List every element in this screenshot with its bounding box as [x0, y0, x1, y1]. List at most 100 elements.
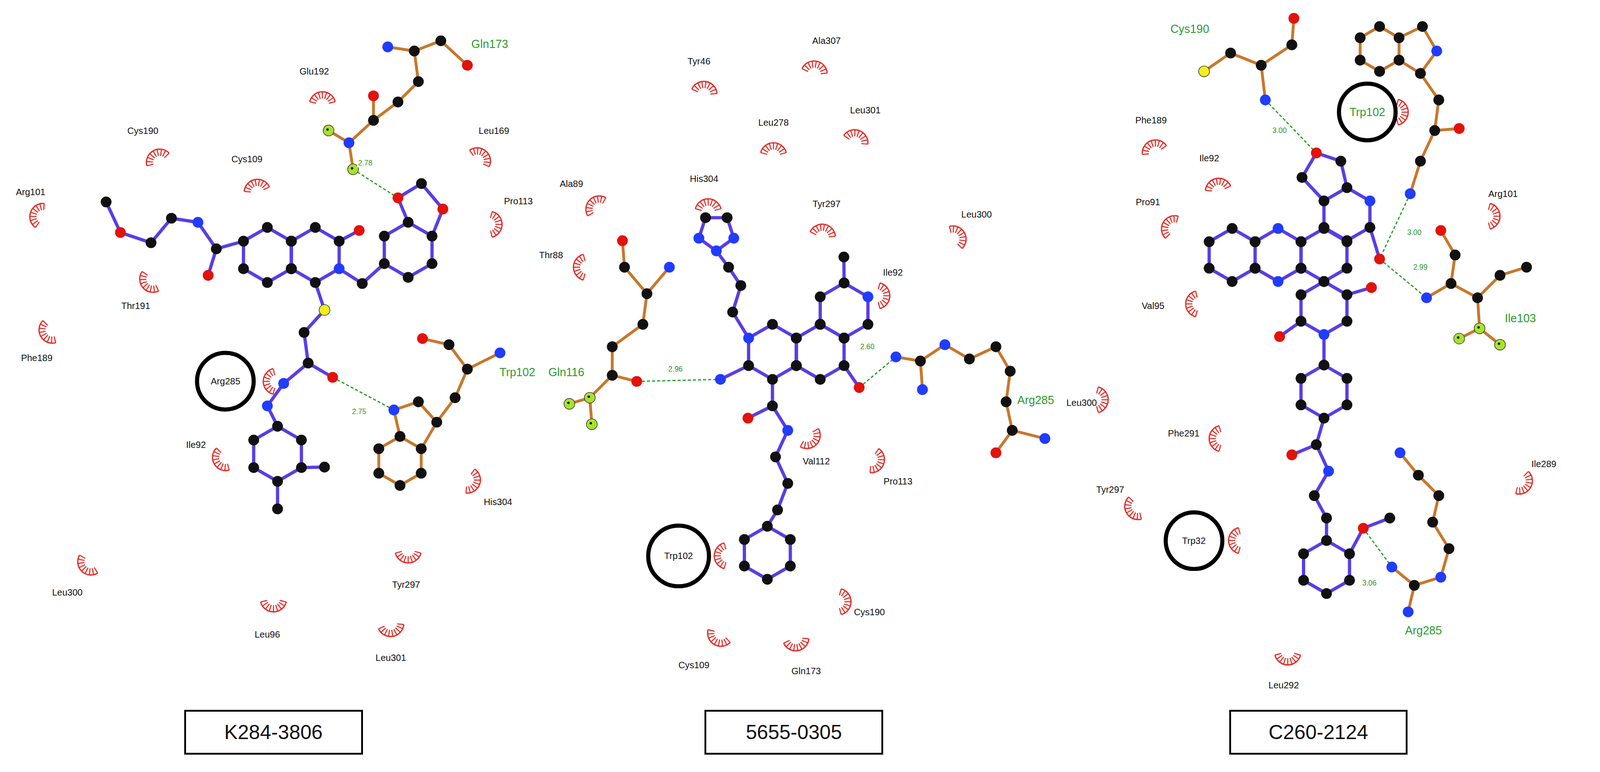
- arc-spoke: [1223, 182, 1228, 187]
- arc-spoke: [1229, 542, 1236, 545]
- arc-line: [880, 282, 891, 309]
- arc-spoke: [476, 147, 479, 155]
- arc-spoke: [1211, 442, 1218, 447]
- arc-spoke: [143, 283, 149, 288]
- hydrophobic-arc: [878, 282, 890, 309]
- distance-label: 2.99: [1412, 263, 1429, 272]
- arc-spoke: [1147, 143, 1152, 149]
- arc-spoke: [877, 455, 885, 458]
- arc-spoke: [877, 461, 884, 464]
- arc-spoke: [81, 566, 87, 571]
- atom: [1288, 12, 1300, 24]
- arc-spoke: [812, 228, 818, 233]
- arc-line: [869, 448, 885, 473]
- hydrophobic-arc: [800, 428, 821, 449]
- hydrophobic-arc: [695, 198, 721, 211]
- arc-spoke: [146, 284, 150, 291]
- residue-label: Phe189: [1135, 115, 1167, 125]
- arc-line: [492, 211, 503, 238]
- atom-dot: [326, 128, 329, 131]
- residue-label: Cys190: [1170, 22, 1210, 35]
- atom: [1386, 561, 1398, 573]
- atom: [586, 418, 598, 430]
- arc-spoke: [162, 150, 166, 157]
- residue-label: Phe189: [21, 353, 53, 363]
- arc-spoke: [807, 442, 809, 449]
- atom: [770, 451, 782, 463]
- arc-spoke: [1228, 539, 1236, 541]
- atom: [1286, 39, 1298, 51]
- atom: [1225, 47, 1237, 59]
- arc-spoke: [278, 602, 285, 607]
- arc-spoke: [1290, 657, 1293, 665]
- atom: [378, 258, 390, 270]
- hydrophobic-arc: [1488, 203, 1500, 230]
- hydrogen-bond-line: [1265, 100, 1317, 154]
- atom: [333, 263, 345, 275]
- arc-spoke: [146, 164, 154, 166]
- atom: [1354, 54, 1366, 66]
- atom: [915, 355, 927, 367]
- arc-spoke: [1238, 528, 1241, 535]
- hydrophobic-arc: [263, 368, 275, 395]
- atom: [402, 217, 414, 229]
- atom: [323, 125, 335, 137]
- atom: [1404, 188, 1416, 200]
- arc-spoke: [494, 216, 500, 221]
- arc-spoke: [1186, 306, 1193, 309]
- arc-spoke: [1488, 203, 1491, 210]
- arc-spoke: [1294, 653, 1301, 656]
- compound-id: 5655-0305: [745, 722, 842, 743]
- arc-spoke: [842, 593, 849, 598]
- arc-spoke: [1173, 215, 1175, 223]
- arc-spoke: [576, 259, 582, 264]
- atom: [838, 332, 850, 344]
- hydrophobic-arc: [490, 211, 502, 238]
- arc-spoke: [213, 451, 220, 455]
- atom: [261, 277, 273, 288]
- atom: [1341, 262, 1353, 274]
- arc-spoke: [43, 203, 44, 210]
- arc-spoke: [1401, 114, 1408, 117]
- arc-spoke: [30, 218, 38, 221]
- arc-line: [691, 81, 717, 94]
- residue-label: Phe291: [1168, 428, 1200, 438]
- atom: [333, 235, 345, 247]
- arc-spoke: [857, 130, 860, 138]
- atom: [1249, 262, 1261, 274]
- arc-spoke: [820, 224, 822, 231]
- arc-line: [1161, 215, 1179, 239]
- arc-spoke: [395, 627, 401, 633]
- atom: [1494, 270, 1506, 282]
- atom: [302, 357, 314, 369]
- atom: [238, 235, 250, 247]
- arc-spoke: [959, 240, 966, 241]
- arc-spoke: [490, 211, 493, 219]
- arc-spoke: [1396, 118, 1399, 125]
- atom: [727, 306, 739, 318]
- atom: [890, 351, 902, 363]
- arc-spoke: [1188, 295, 1195, 300]
- arc-spoke: [587, 203, 594, 207]
- arc-spoke: [1274, 653, 1282, 656]
- arc-spoke: [378, 626, 385, 630]
- arc-spoke: [220, 463, 224, 470]
- atom: [939, 339, 951, 351]
- arc-spoke: [1215, 443, 1219, 450]
- hydrophobic-arc: [244, 179, 270, 192]
- atom: [917, 384, 928, 395]
- atom: [435, 35, 447, 47]
- atom: [564, 398, 576, 410]
- residue-name: Trp32: [1182, 536, 1206, 546]
- arc-spoke: [39, 203, 42, 211]
- atom: [814, 291, 826, 303]
- atom: [1414, 155, 1426, 167]
- residue-label: Pro113: [883, 476, 913, 486]
- arc-spoke: [710, 637, 716, 643]
- residue-circle: Trp102: [645, 523, 712, 589]
- arc-spoke: [272, 605, 274, 613]
- arc-line: [573, 254, 584, 281]
- arc-spoke: [583, 273, 586, 281]
- atom: [723, 261, 735, 273]
- residue-label: Leu301: [375, 653, 407, 663]
